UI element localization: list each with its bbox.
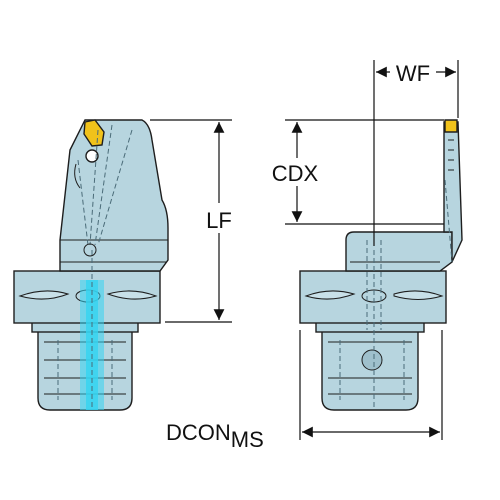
cdx-label: CDX	[272, 161, 319, 186]
right-hidden-lines	[339, 179, 453, 410]
right-details	[304, 139, 454, 395]
dcon-subscript: MS	[231, 427, 264, 452]
lf-label: LF	[206, 208, 232, 233]
wf-label: WF	[396, 61, 430, 86]
right-upper-body	[345, 231, 453, 272]
left-coolant	[80, 250, 104, 410]
left-head	[59, 119, 169, 272]
left-insert	[83, 119, 105, 147]
right-insert	[444, 119, 458, 133]
dcon-dimension	[299, 330, 443, 440]
dcon-label: DCONMS	[166, 420, 264, 452]
dcon-main: DCON	[166, 420, 231, 445]
left-hidden-lines	[57, 124, 133, 400]
left-screw-hole	[85, 149, 99, 163]
